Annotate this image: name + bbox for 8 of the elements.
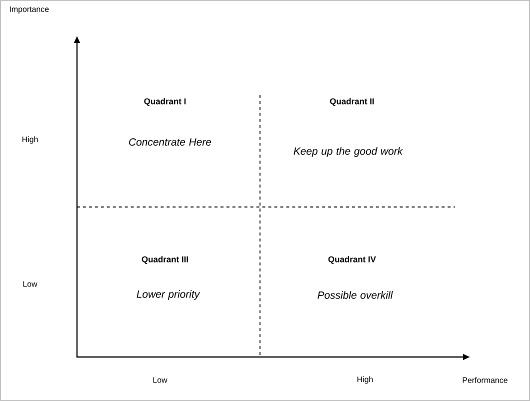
quadrant-description: Possible overkill <box>318 291 393 299</box>
quadrant-heading: Quadrant II <box>330 98 374 106</box>
quadrant-description: Concentrate Here <box>129 138 212 146</box>
quadrant-heading: Quadrant III <box>142 256 188 264</box>
quadrant-description: Lower priority <box>136 290 200 300</box>
quadrant-description: Keep up the good work <box>294 147 404 157</box>
quadrant-heading: Quadrant IV <box>328 256 376 264</box>
quadrant-heading: Quadrant I <box>144 98 186 106</box>
